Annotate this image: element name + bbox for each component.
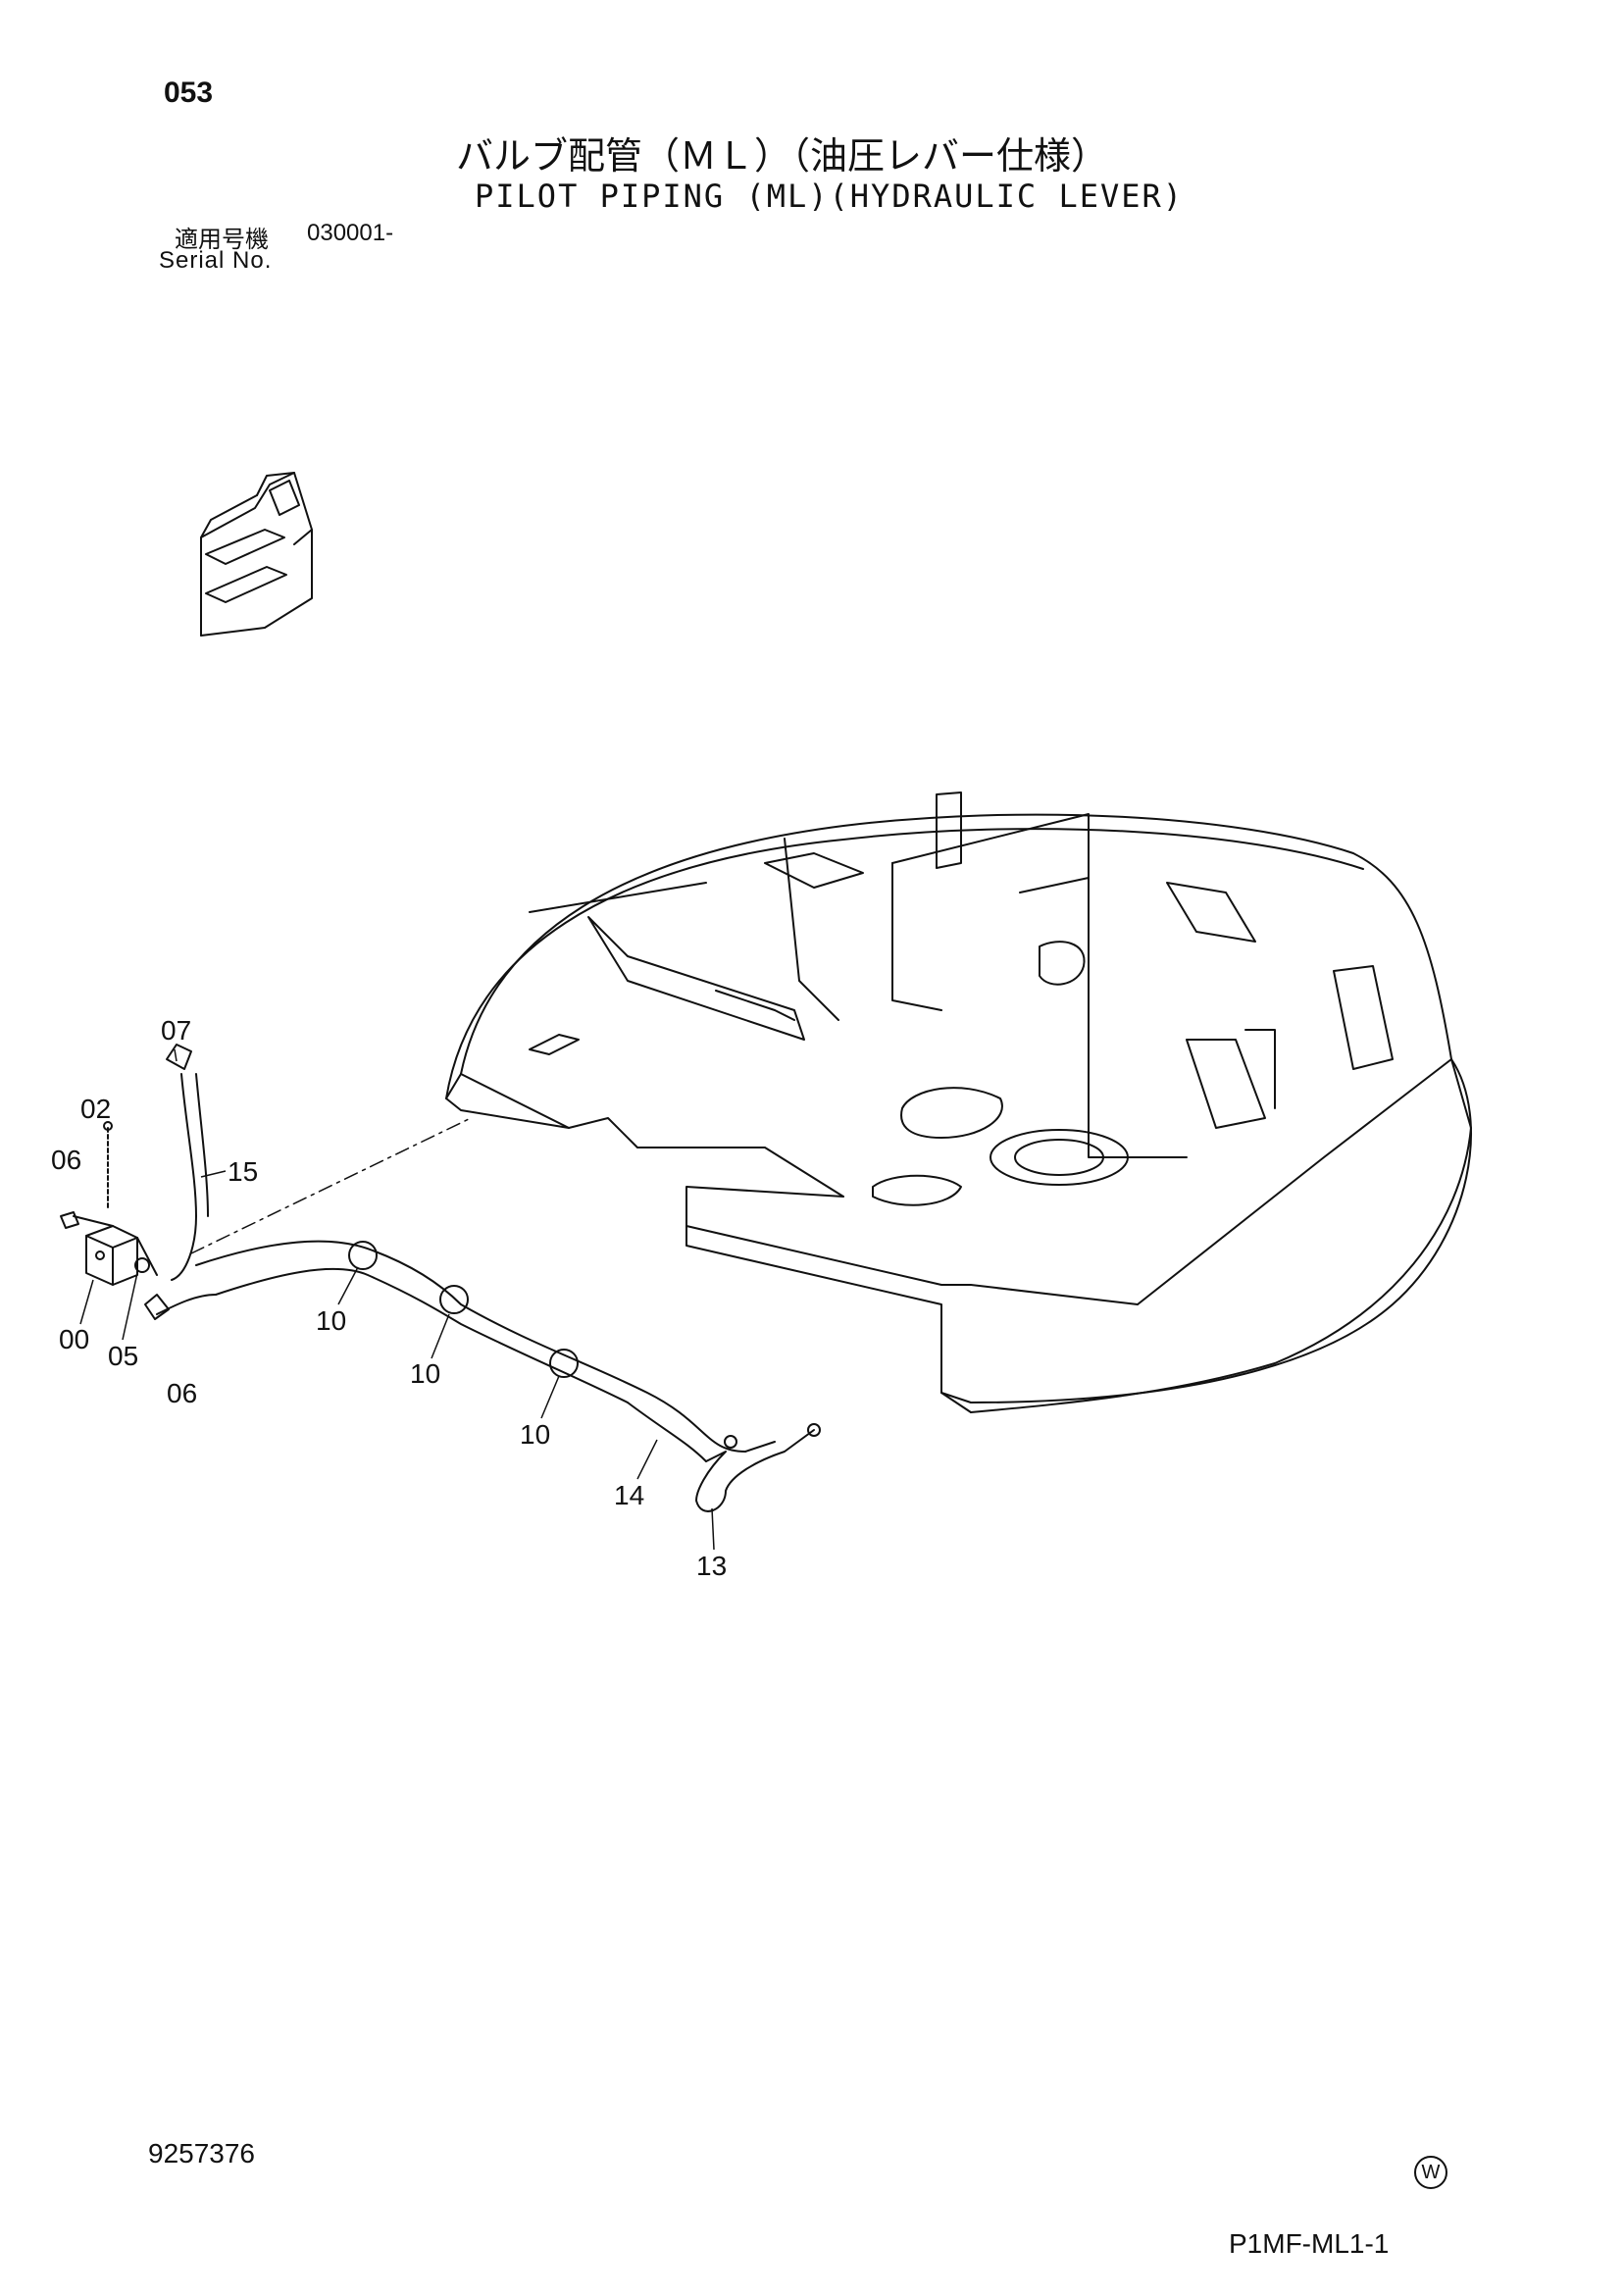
callout-10: 10 [410,1358,440,1389]
callout-10: 10 [520,1419,550,1450]
callout-00: 00 [59,1324,89,1354]
page-code: P1MF-ML1-1 [1229,2228,1390,2259]
callout-06: 06 [51,1145,81,1175]
page-title-english: PILOT PIPING (ML)(HYDRAULIC LEVER) [475,178,1185,215]
callout-15: 15 [228,1156,258,1187]
callout-10: 10 [316,1305,346,1336]
callout-07: 07 [161,1015,191,1046]
valve-assembly [60,1044,209,1320]
orientation-arrow-icon [200,472,313,637]
pipe-harness [156,1240,821,1512]
base-frame [445,791,1472,1413]
page-number: 053 [164,77,214,109]
part-callouts: 07 02 06 15 00 05 06 10 10 10 14 13 [51,1015,727,1581]
callout-14: 14 [614,1480,644,1510]
serial-label-english: Serial No. [159,247,273,274]
serial-label-japanese: 適用号機 [175,226,269,253]
circled-w-mark: W [1414,2156,1447,2189]
leader-line [190,1117,472,1254]
document-number: 9257376 [148,2138,256,2168]
callout-13: 13 [696,1551,727,1581]
callout-02: 02 [80,1094,111,1124]
page-title-japanese: バルブ配管（ＭＬ）（油圧レバー仕様） [456,134,1109,178]
serial-value: 030001- [307,220,394,246]
callout-06: 06 [167,1378,197,1408]
callout-05: 05 [108,1341,138,1371]
